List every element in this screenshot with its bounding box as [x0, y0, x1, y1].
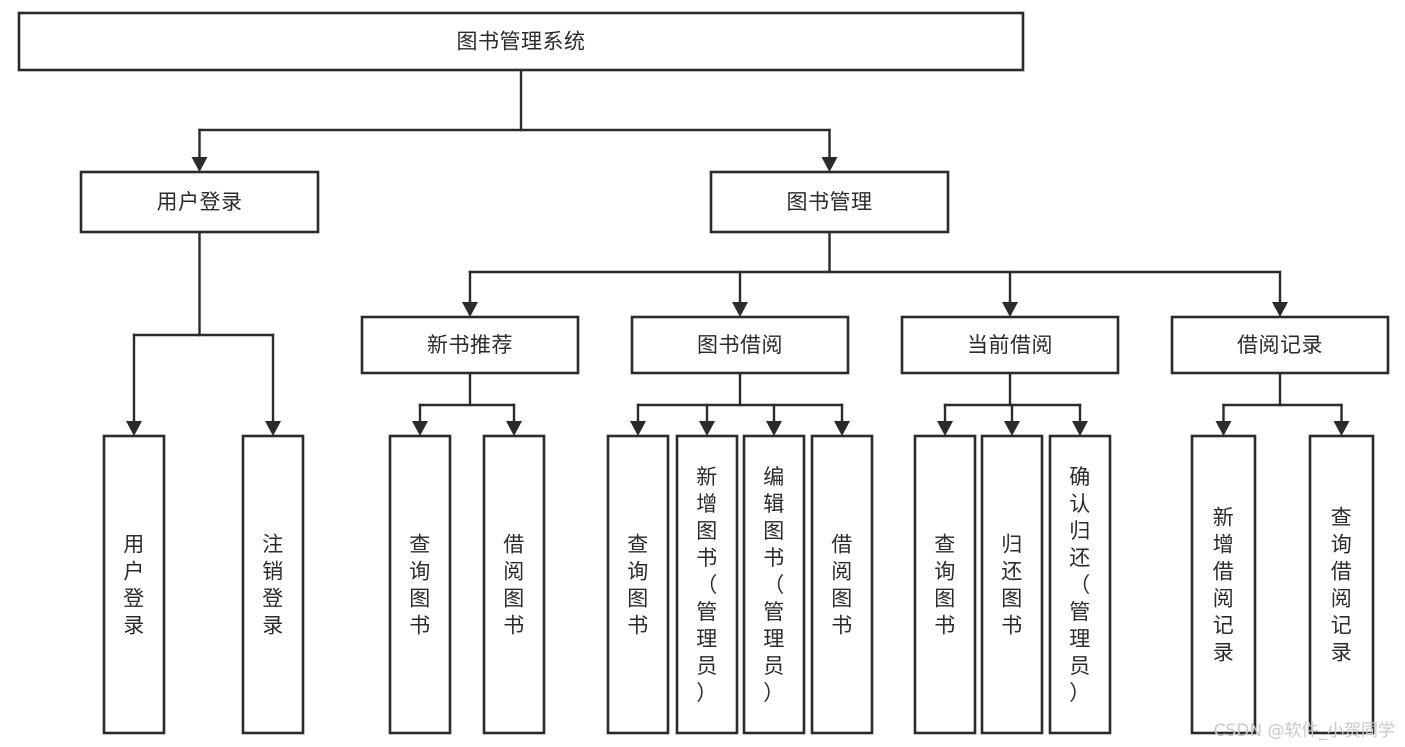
node-box-leaf-query-record	[1308, 434, 1375, 735]
node-book-borrow[interactable]: 图书借阅	[630, 315, 850, 375]
node-label-leaf-query-book-2: 查询图书	[627, 533, 649, 638]
edge-current-borrow-leaf-return-book-arrowhead	[1004, 421, 1020, 436]
edge-book-borrow-leaf-query-book-2-arrowhead	[630, 421, 646, 436]
edge-bm-current-borrow-arrowhead	[1002, 302, 1018, 317]
edge-bm-new-book-recommend-arrowhead	[462, 302, 478, 317]
node-box-leaf-logout	[241, 434, 305, 735]
node-box-leaf-confirm-return	[1048, 434, 1112, 735]
node-label-book-manage: 图书管理	[787, 190, 873, 214]
edge-book-borrow-leaf-add-book-arrowhead	[699, 421, 715, 436]
node-box-leaf-add-record	[1190, 434, 1257, 735]
edge-user-login-leaf-logout-arrowhead	[265, 421, 281, 436]
node-box-leaf-add-book	[675, 434, 739, 735]
node-label-leaf-borrow-book-1: 借阅图书	[503, 533, 525, 638]
edge-user-login-leaf-user-login-arrowhead	[126, 421, 142, 436]
edge-current-borrow-leaf-confirm-return-arrowhead	[1072, 421, 1088, 436]
node-box-leaf-return-book	[980, 434, 1044, 735]
edge-book-borrow-leaf-edit-book-arrowhead	[766, 421, 782, 436]
node-borrow-record[interactable]: 借阅记录	[1170, 315, 1390, 375]
node-box-leaf-edit-book	[742, 434, 806, 735]
node-box-leaf-user-login	[102, 434, 166, 735]
node-label-leaf-add-record: 新增借阅记录	[1213, 506, 1235, 665]
node-label-book-borrow: 图书借阅	[697, 333, 783, 357]
edge-root-book-manage-arrowhead	[821, 157, 838, 172]
node-label-leaf-confirm-return: 确认归还（管理员）	[1069, 465, 1091, 705]
node-leaf-add-book[interactable]: 新增图书（管理员）	[675, 434, 739, 735]
node-leaf-query-record[interactable]: 查询借阅记录	[1308, 434, 1375, 735]
edge-book-borrow-leaf-borrow-book-2-arrowhead	[834, 421, 850, 436]
node-label-leaf-query-book-3: 查询图书	[934, 533, 956, 638]
node-leaf-query-book-1[interactable]: 查询图书	[388, 434, 452, 735]
node-label-leaf-borrow-book-2: 借阅图书	[831, 533, 853, 638]
node-label-user-login: 用户登录	[157, 190, 243, 214]
node-label-borrow-record: 借阅记录	[1237, 333, 1323, 357]
node-leaf-confirm-return[interactable]: 确认归还（管理员）	[1048, 434, 1112, 735]
node-leaf-user-login[interactable]: 用户登录	[102, 434, 166, 735]
edge-new-book-recommend-leaf-query-book-1-arrowhead	[412, 421, 428, 436]
node-leaf-logout[interactable]: 注销登录	[241, 434, 305, 735]
node-user-login[interactable]: 用户登录	[79, 170, 320, 234]
edge-current-borrow-leaf-query-book-3-arrowhead	[937, 421, 953, 436]
node-leaf-query-book-3[interactable]: 查询图书	[913, 434, 977, 735]
node-leaf-add-record[interactable]: 新增借阅记录	[1190, 434, 1257, 735]
node-box-borrow-record	[1170, 315, 1390, 375]
node-label-leaf-logout: 注销登录	[262, 533, 284, 638]
node-new-book-recommend[interactable]: 新书推荐	[360, 315, 580, 375]
edge-root-user-login-arrowhead	[191, 157, 208, 172]
boxes-layer: 图书管理系统用户登录图书管理新书推荐图书借阅当前借阅借阅记录用户登录注销登录查询…	[17, 11, 1390, 735]
edge-borrow-record-leaf-add-record-arrowhead	[1215, 421, 1232, 436]
node-current-borrow[interactable]: 当前借阅	[900, 315, 1120, 375]
edge-new-book-recommend-leaf-borrow-book-1-arrowhead	[506, 421, 522, 436]
node-label-leaf-add-book: 新增图书（管理员）	[696, 465, 718, 705]
node-root[interactable]: 图书管理系统	[17, 11, 1025, 72]
node-label-current-borrow: 当前借阅	[967, 333, 1053, 357]
node-box-user-login	[79, 170, 320, 234]
node-box-new-book-recommend	[360, 315, 580, 375]
node-leaf-borrow-book-1[interactable]: 借阅图书	[482, 434, 546, 735]
edge-bm-borrow-record-arrowhead	[1272, 302, 1288, 317]
node-box-leaf-borrow-book-1	[482, 434, 546, 735]
edge-bm-book-borrow-arrowhead	[732, 302, 748, 317]
node-box-book-borrow	[630, 315, 850, 375]
node-label-leaf-edit-book: 编辑图书（管理员）	[763, 465, 785, 705]
node-leaf-return-book[interactable]: 归还图书	[980, 434, 1044, 735]
node-label-new-book-recommend: 新书推荐	[427, 333, 513, 357]
edge-borrow-record-leaf-query-record-arrowhead	[1333, 421, 1350, 436]
node-box-root	[17, 11, 1025, 72]
node-book-manage[interactable]: 图书管理	[709, 170, 950, 234]
connectors-layer	[126, 68, 1350, 436]
node-leaf-query-book-2[interactable]: 查询图书	[606, 434, 670, 735]
node-label-leaf-user-login: 用户登录	[123, 533, 145, 638]
node-box-leaf-query-book-3	[913, 434, 977, 735]
node-label-leaf-query-record: 查询借阅记录	[1331, 506, 1353, 665]
node-label-root: 图书管理系统	[457, 30, 586, 54]
node-box-book-manage	[709, 170, 950, 234]
node-label-leaf-query-book-1: 查询图书	[409, 533, 431, 638]
node-box-leaf-query-book-2	[606, 434, 670, 735]
node-label-leaf-return-book: 归还图书	[1001, 533, 1023, 638]
node-leaf-borrow-book-2[interactable]: 借阅图书	[810, 434, 874, 735]
node-leaf-edit-book[interactable]: 编辑图书（管理员）	[742, 434, 806, 735]
node-box-leaf-borrow-book-2	[810, 434, 874, 735]
node-box-leaf-query-book-1	[388, 434, 452, 735]
node-box-current-borrow	[900, 315, 1120, 375]
